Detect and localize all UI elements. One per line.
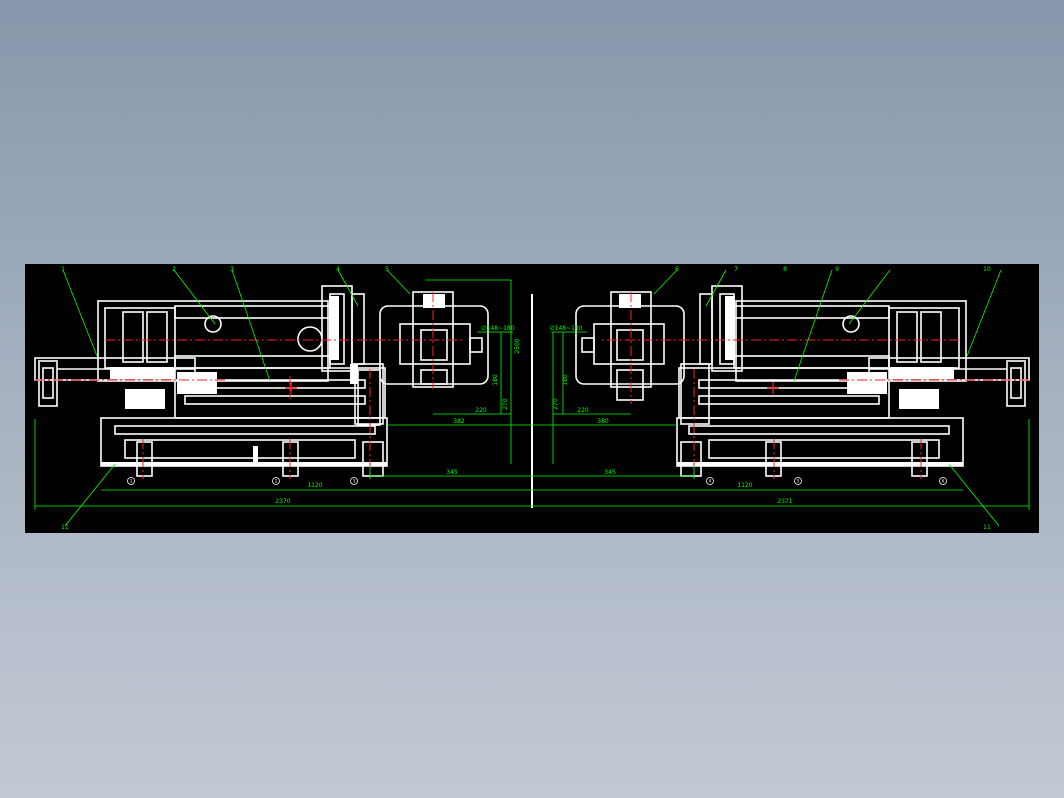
dim-span-right: 380	[597, 418, 609, 425]
machine-assembly-drawing: 2370 2371 1120 1120 345 345 382 380 220 …	[34, 266, 1030, 531]
dim-base-right: 1120	[737, 482, 752, 489]
balloon-7: 7	[734, 266, 738, 273]
foot-mark-3: 3	[353, 479, 356, 484]
foot-marks	[127, 477, 947, 485]
balloon-5: 5	[385, 266, 389, 273]
dimension-lines	[34, 279, 1030, 510]
dim-overall-left: 2370	[275, 498, 290, 505]
dim-height-a-right: 180	[562, 374, 569, 386]
bore-label-right: ∅148~180	[549, 325, 582, 332]
balloon-6: 6	[675, 266, 679, 273]
balloon-2: 2	[172, 266, 176, 273]
fixture-frame	[379, 305, 489, 385]
foot-mark-1: 1	[130, 479, 133, 484]
bore-label-left: ∅148~180	[481, 325, 514, 332]
drawing-sheet: 2370 2371 1120 1120 345 345 382 380 220 …	[25, 264, 1039, 533]
motor-housing	[104, 307, 176, 369]
balloon-3: 3	[230, 266, 234, 273]
balloon-11-left: 11	[61, 524, 69, 531]
dimension-texts: 2370 2371 1120 1120 345 345 382 380 220 …	[275, 325, 792, 505]
balloon-1: 1	[61, 266, 65, 273]
foot-mark-2: 2	[275, 479, 278, 484]
balloon-8: 8	[783, 266, 787, 273]
dim-overall-right: 2371	[777, 498, 792, 505]
dim-height-c-left: 2500	[514, 338, 521, 353]
dim-span-left: 382	[453, 418, 465, 425]
dim-mid-left: 345	[446, 469, 458, 476]
dim-height-b-left: 270	[502, 398, 509, 410]
balloon-labels: 1 2 3 4 5 6 7 8 9 10 11 11	[61, 266, 991, 531]
dim-base-left: 1120	[307, 482, 322, 489]
balloon-4: 4	[336, 266, 340, 273]
foot-mark-5: 5	[797, 479, 800, 484]
dim-mid-right: 345	[604, 469, 616, 476]
foot-mark-6: 6	[942, 479, 945, 484]
balloon-9: 9	[835, 266, 839, 273]
balloon-10: 10	[983, 266, 991, 273]
foot-mark-4: 4	[709, 479, 712, 484]
left-machine-unit	[34, 269, 489, 527]
dim-height-b-right: 270	[552, 398, 559, 410]
dim-offset-left: 220	[475, 407, 487, 414]
balloon-11-right: 11	[983, 524, 991, 531]
dim-offset-right: 220	[577, 407, 589, 414]
right-machine-unit	[575, 269, 1030, 527]
dim-height-a-left: 180	[492, 374, 499, 386]
